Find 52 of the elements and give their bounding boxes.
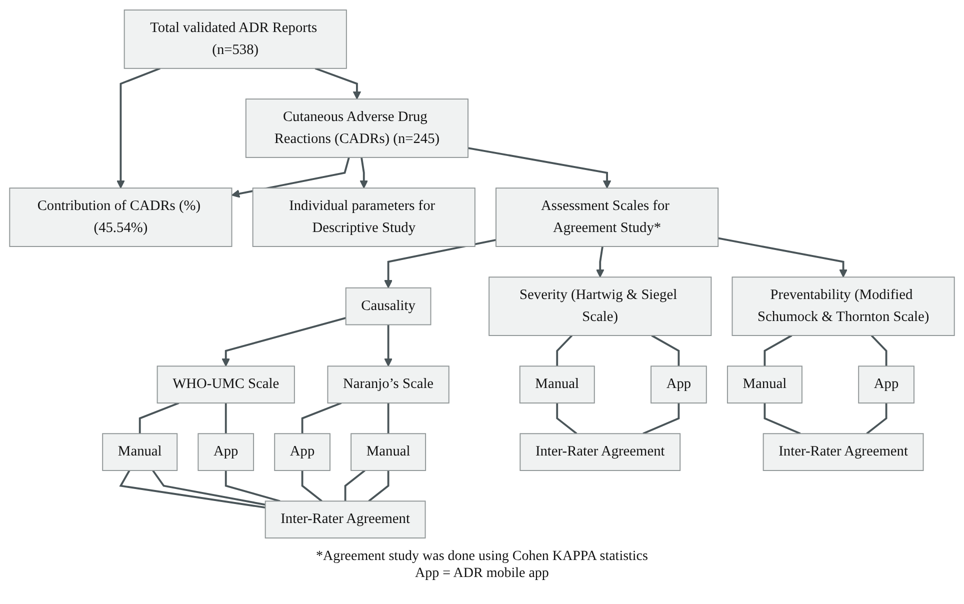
node-box bbox=[264, 500, 426, 538]
connector bbox=[301, 402, 342, 434]
node-box bbox=[520, 433, 681, 471]
connector bbox=[651, 334, 680, 366]
node-box bbox=[762, 433, 924, 471]
arrow bbox=[231, 157, 350, 198]
connector bbox=[224, 403, 227, 434]
connector bbox=[642, 403, 680, 435]
node-box bbox=[488, 276, 712, 336]
node-box bbox=[858, 366, 914, 404]
node-box bbox=[732, 276, 955, 336]
arrow bbox=[718, 237, 848, 278]
connector bbox=[764, 334, 792, 366]
connector bbox=[224, 470, 280, 502]
node-box bbox=[252, 188, 476, 247]
arrow bbox=[116, 68, 161, 188]
node-box bbox=[274, 433, 330, 471]
node-box bbox=[9, 188, 232, 247]
arrow bbox=[468, 147, 612, 188]
footnote: *Agreement study was done using Cohen KAPPA statistics bbox=[316, 549, 648, 565]
arrow bbox=[222, 317, 346, 367]
footnote: App = ADR mobile app bbox=[414, 566, 550, 582]
node-box bbox=[156, 366, 295, 404]
connector bbox=[344, 470, 366, 502]
node-box bbox=[650, 366, 707, 404]
connector bbox=[870, 334, 888, 366]
arrow bbox=[384, 324, 393, 367]
node-box bbox=[198, 433, 254, 471]
connector bbox=[301, 470, 322, 502]
node-box bbox=[327, 366, 450, 404]
node-box bbox=[350, 433, 426, 471]
arrow bbox=[360, 157, 368, 188]
connector bbox=[866, 403, 888, 434]
connector bbox=[387, 403, 390, 434]
connector bbox=[764, 403, 801, 435]
node-box bbox=[345, 287, 432, 326]
connector bbox=[368, 470, 390, 502]
node-box bbox=[102, 433, 178, 471]
arrow bbox=[314, 68, 362, 100]
connector bbox=[119, 470, 266, 508]
node-box bbox=[726, 366, 802, 404]
connector bbox=[152, 470, 266, 506]
node-box bbox=[519, 366, 595, 404]
flowchart-drawing: Total validated ADR Reports (n=538) Contribution of CADRs (%) (45.54%) Cutaneous Adverse Drug Reactions (CADRs) (n=245) Individual parameters for Descriptive Study Assessment Scales for Agreement Study* Causality Severity (Hartwig & Siegel Scale) Preventability (Modified Schumock & Thornton Scale) WHO-UMC Scale Naranjo’s Scale Manual App App Manual Inter-Rater Agreement Manual App Inter-Rater Agreement Manual App Inter-Rater Agreement bbox=[2, 0, 962, 548]
node-box bbox=[245, 98, 468, 158]
connector bbox=[556, 334, 573, 366]
node-box bbox=[124, 10, 347, 69]
connector bbox=[556, 403, 578, 434]
node-box bbox=[496, 188, 719, 247]
arrow bbox=[596, 246, 604, 278]
arrow bbox=[384, 238, 496, 288]
connector bbox=[138, 402, 180, 434]
